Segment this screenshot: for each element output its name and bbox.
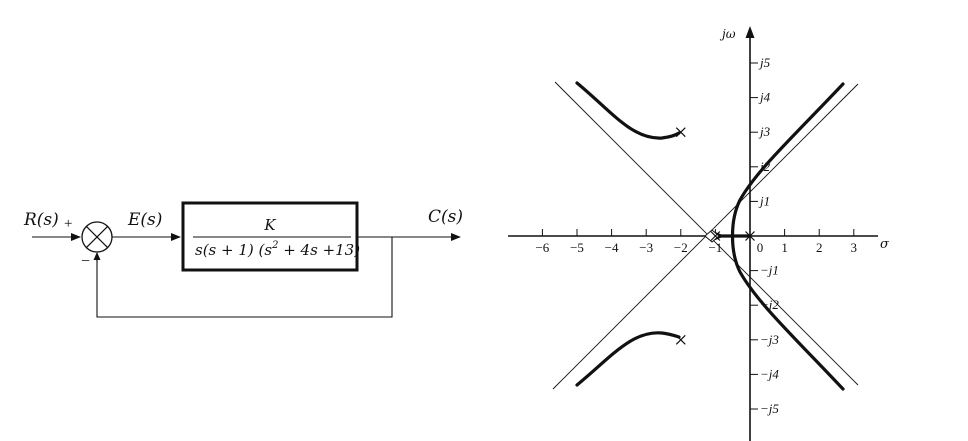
error-label: E(s) [127,210,162,230]
real-tick-label: −5 [570,240,584,255]
real-tick-label: 0 [757,240,764,255]
imag-axis-label: jω [719,27,736,41]
real-tick-label: −2 [674,240,688,255]
real-tick-label: 3 [851,240,858,255]
imag-tick-label: −j1 [760,263,779,278]
real-tick-label: −6 [535,240,549,255]
imag-tick-label: −j3 [760,332,779,347]
summing-junction [81,221,113,253]
tf-denominator: s(s + 1) (s2 + 4s +13) [195,240,360,259]
block-diagram: R(s) + − E(s) K s(s + 1) (s2 + 4s +13) C… [23,201,463,318]
real-tick-label: −1 [708,240,722,255]
input-label: R(s) [23,210,59,230]
real-tick-label: −3 [639,240,653,255]
tf-numerator: K [263,216,276,234]
breakaway-diamond [704,229,720,243]
imag-tick-label: j5 [758,55,771,70]
feedback-path [96,237,393,318]
real-tick-label: 2 [816,240,823,255]
imag-tick-label: −j4 [760,366,779,381]
pole-marker [710,231,721,241]
minus-sign: − [81,253,90,270]
breakaway-marks [704,229,725,243]
branch-lower-left [575,331,681,387]
real-axis-ticks: −6 −5 −4 −3 −2 −1 0 1 2 3 [535,229,857,255]
asymptote-1 [554,81,859,386]
pole-marker [675,334,686,345]
pole-marker [745,231,755,241]
plus-sign: + [64,216,72,232]
imaginary-axis-arrowhead [745,26,755,38]
open-loop-poles [675,127,755,345]
pole-marker [675,127,686,138]
real-tick-label: 1 [781,240,788,255]
branch-upper-left [575,81,681,140]
output-label: C(s) [428,207,463,227]
imag-tick-label: j4 [758,90,771,105]
locus-branches [575,81,845,391]
imag-tick-label: j1 [758,193,770,208]
imag-tick-label: j3 [758,124,771,139]
real-axis-label: σ [880,237,890,252]
real-tick-label: −4 [605,240,619,255]
imag-tick-label: −j5 [760,401,779,416]
